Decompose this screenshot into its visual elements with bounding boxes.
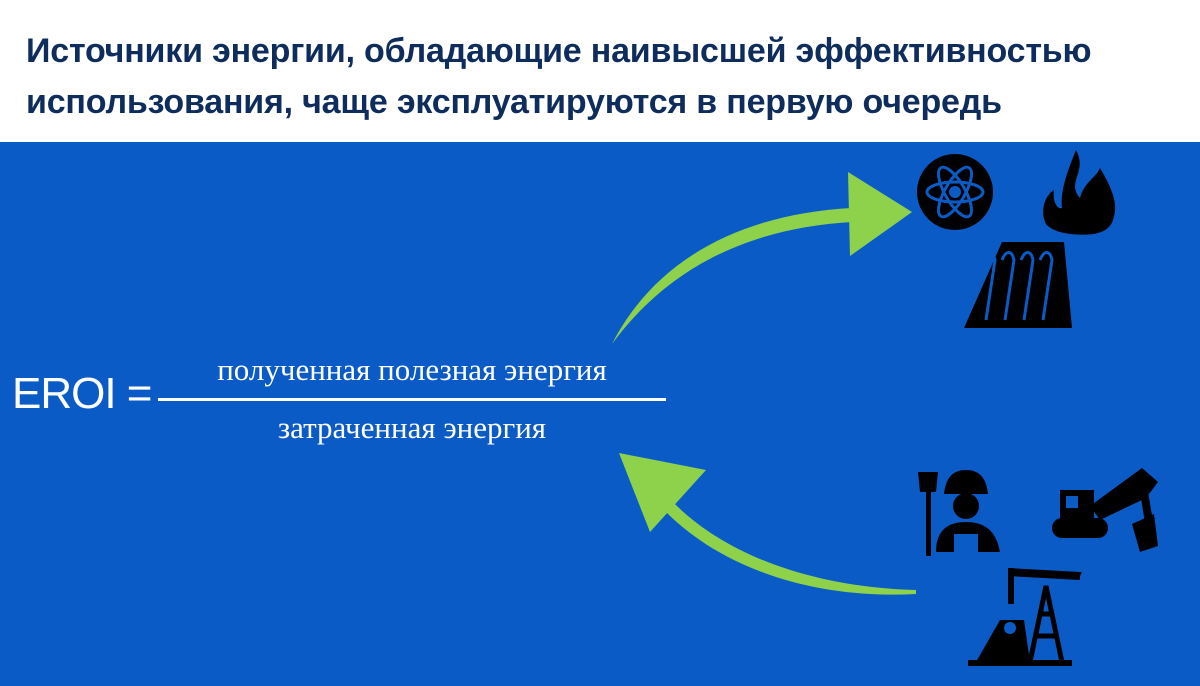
hydro-dam-icon — [964, 242, 1072, 328]
diagram-panel: EROI = полученная полезная энергия затра… — [0, 142, 1200, 686]
arrow-up-icon — [612, 172, 912, 344]
excavator-icon — [1052, 468, 1158, 552]
worker-icon — [918, 470, 1000, 556]
diagram-graphics — [612, 150, 1158, 666]
formula-denominator: затраченная энергия — [277, 410, 547, 445]
formula-numerator: полученная полезная энергия — [217, 352, 607, 387]
oil-pump-icon — [968, 568, 1082, 666]
atom-icon — [917, 154, 993, 230]
eroi-label: EROI = — [12, 369, 152, 418]
title-line-1: Источники энергии, обладающие наивысшей … — [26, 32, 1092, 70]
fraction-line — [158, 398, 666, 401]
arrow-down-icon — [619, 453, 916, 595]
header: Источники энергии, обладающие наивысшей … — [0, 0, 1200, 142]
page-title: Источники энергии, обладающие наивысшей … — [26, 26, 1186, 128]
title-line-2: использования, чаще эксплуатируются в пе… — [26, 83, 1002, 121]
fire-icon — [1043, 150, 1116, 235]
